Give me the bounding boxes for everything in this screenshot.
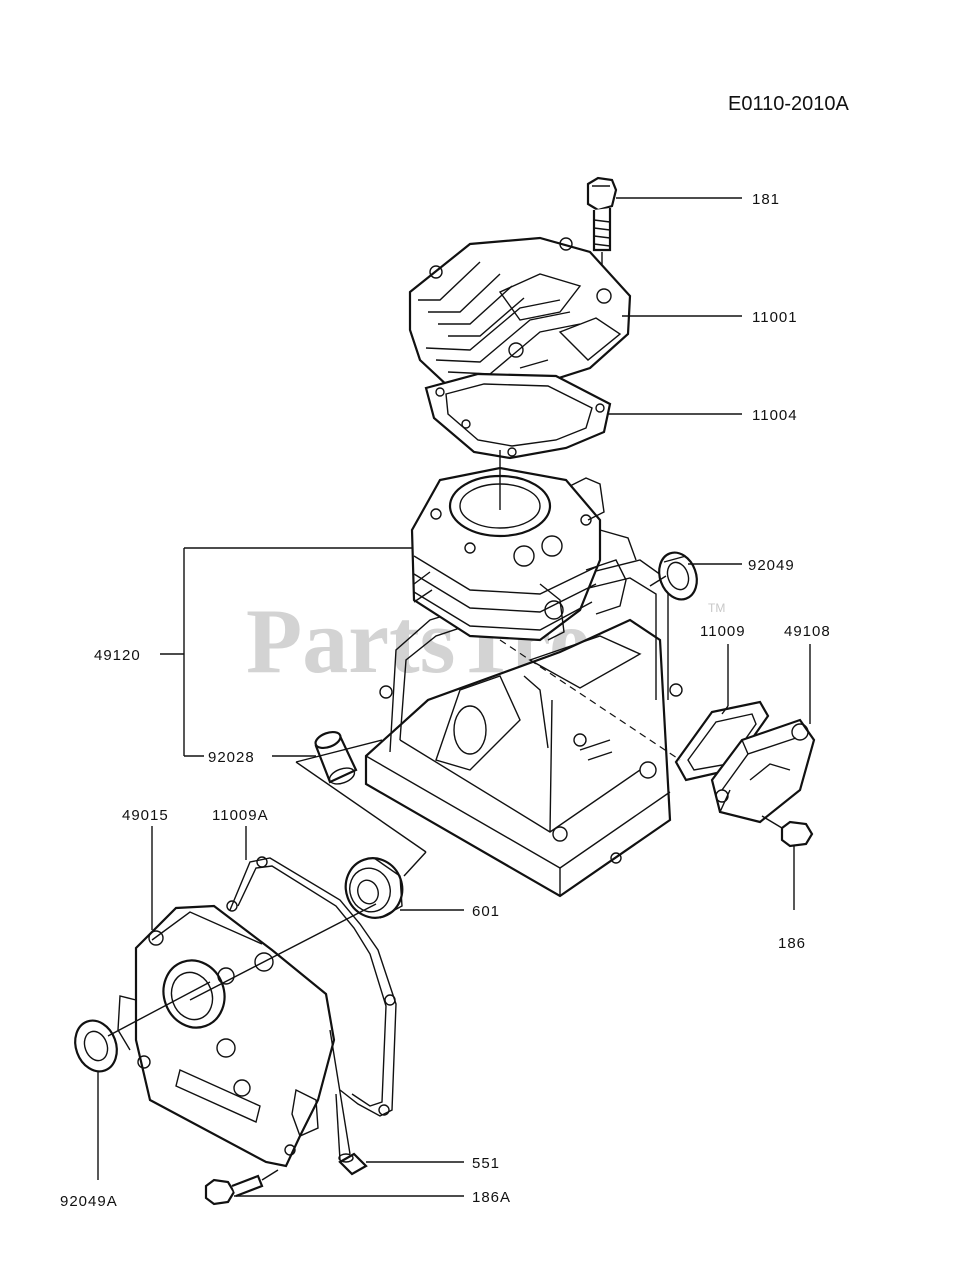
label-11004[interactable]: 11004 <box>752 407 798 424</box>
label-186A[interactable]: 186A <box>472 1189 511 1206</box>
label-49108[interactable]: 49108 <box>784 623 831 640</box>
part-92049-oil-seal[interactable] <box>653 547 703 604</box>
part-49120-cylinder-block[interactable] <box>364 466 683 898</box>
diagram-code: E0110-2010A <box>728 93 850 115</box>
label-11001[interactable]: 11001 <box>752 309 798 326</box>
label-92028[interactable]: 92028 <box>208 749 255 766</box>
label-181[interactable]: 181 <box>752 191 780 208</box>
trademark-text: TM <box>708 601 725 615</box>
part-11004-head-gasket[interactable] <box>424 372 612 460</box>
alignment-lines <box>107 450 681 1161</box>
label-186[interactable]: 186 <box>778 935 806 952</box>
part-11009-breather-gasket[interactable] <box>674 700 770 782</box>
part-92049A-oil-seal[interactable] <box>68 1015 123 1078</box>
part-49015-crankcase-cover[interactable] <box>117 904 336 1168</box>
part-186A-bolt[interactable] <box>204 1169 279 1206</box>
label-11009[interactable]: 11009 <box>700 623 746 640</box>
label-92049A[interactable]: 92049A <box>60 1193 118 1210</box>
label-11009A[interactable]: 11009A <box>212 807 269 824</box>
label-49015[interactable]: 49015 <box>122 807 169 824</box>
part-601-ball-bearing[interactable] <box>337 850 410 926</box>
leader-lines <box>97 197 811 1197</box>
label-49120[interactable]: 49120 <box>94 647 141 664</box>
part-186-bolt[interactable] <box>761 815 814 910</box>
part-92028-dowel-sleeve[interactable] <box>313 729 358 787</box>
label-601[interactable]: 601 <box>472 903 500 920</box>
part-49108-breather-cover[interactable] <box>710 718 816 824</box>
part-11001-cylinder-head[interactable] <box>408 236 632 400</box>
part-551-dowel-pin[interactable] <box>338 1152 368 1176</box>
part-11009A-cover-gasket[interactable] <box>226 856 397 1117</box>
label-551[interactable]: 551 <box>472 1155 500 1172</box>
part-labels: 181 11001 11004 92049 11009 49108 49120 … <box>60 191 831 1210</box>
label-92049[interactable]: 92049 <box>748 557 795 574</box>
